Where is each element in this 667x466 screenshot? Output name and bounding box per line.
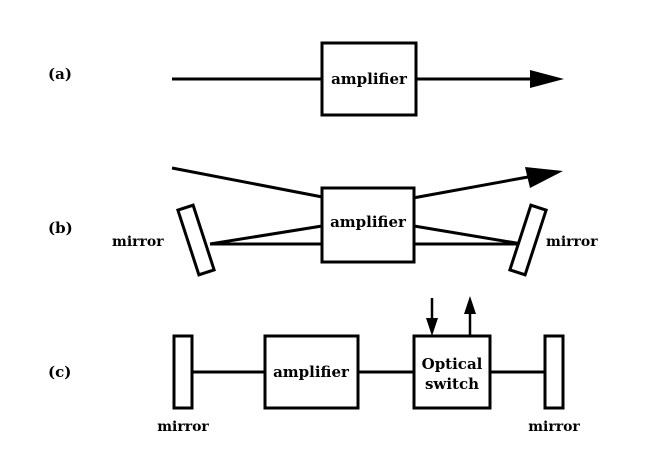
right-mirror-label: mirror <box>528 419 580 435</box>
panel-b: (b) amplifier mirror mirror <box>48 166 598 277</box>
beam-left-upper <box>209 224 323 246</box>
left-mirror-label: mirror <box>112 234 164 250</box>
optical-switch-label-line1: Optical <box>422 355 483 373</box>
panel-a: (a) amplifier <box>48 41 564 117</box>
panel-c-label: (c) <box>48 363 71 381</box>
left-mirror <box>175 203 217 277</box>
panel-c: (c) mirror amplifier Optical switch mirr… <box>48 296 580 435</box>
output-arrowhead <box>525 167 563 188</box>
switch-output-arrowhead <box>464 296 476 314</box>
amplifier-box <box>320 186 416 264</box>
optical-switch-label-line2: switch <box>425 375 479 393</box>
left-mirror-label: mirror <box>157 419 209 435</box>
amplifier-label: amplifier <box>273 363 350 381</box>
switch-input-arrowhead <box>426 318 438 336</box>
left-mirror <box>172 334 194 410</box>
beam-right-upper <box>413 224 523 246</box>
amplifier-label: amplifier <box>330 213 407 231</box>
right-mirror-label: mirror <box>546 234 598 250</box>
panel-a-label: (a) <box>48 65 72 83</box>
panel-b-label: (b) <box>48 219 73 237</box>
output-arrowhead <box>530 70 564 88</box>
optical-switch-box <box>412 334 492 410</box>
right-mirror <box>507 203 549 277</box>
amplifier-label: amplifier <box>331 70 408 88</box>
right-mirror <box>543 334 565 410</box>
amplifier-box <box>263 334 360 410</box>
